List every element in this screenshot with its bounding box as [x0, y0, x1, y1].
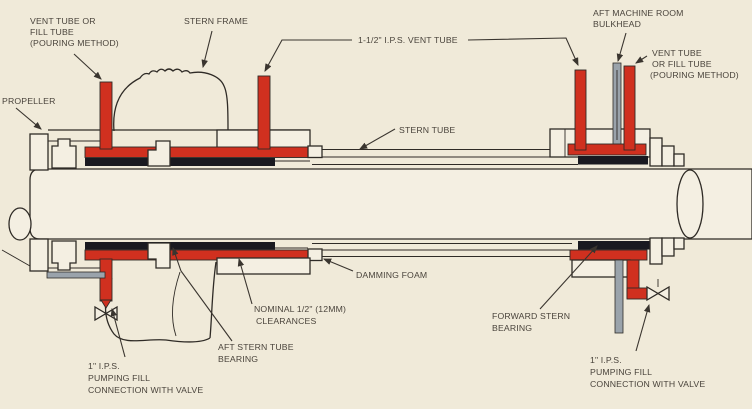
- fwd-bearing-strip-top: [578, 156, 648, 165]
- vent-tube-pipe-fwd-left: [574, 69, 587, 151]
- foam-band-bottom-forward: [569, 249, 648, 261]
- leader-stern-tube: [359, 128, 396, 150]
- foam-band-top-forward: [567, 143, 647, 156]
- label-aft-bearing-1: AFT STERN TUBE: [218, 342, 294, 352]
- label-stern-tube: STERN TUBE: [399, 125, 455, 135]
- leader-lines: [15, 30, 651, 358]
- label-pumping-left-1: 1" I.P.S.: [88, 361, 120, 371]
- fwd-bearing-strip-bottom: [578, 241, 650, 250]
- hub-bottom: [29, 238, 49, 272]
- stern-frame-lower-break-line: [172, 271, 181, 337]
- shaft-coupling-ellipse: [676, 169, 704, 239]
- forward-assembly: [549, 62, 685, 334]
- damming-foam-step-top: [307, 145, 323, 159]
- label-damming-foam: DAMMING FOAM: [356, 270, 427, 280]
- leader-vent-fill-left: [73, 53, 102, 80]
- label-pumping-right-2: PUMPING FILL: [590, 367, 652, 377]
- fwd-gland-step-1: [649, 137, 663, 167]
- label-clearances-2: CLEARANCES: [256, 316, 316, 326]
- label-vent-fill-right-3: (POURING METHOD): [650, 70, 739, 80]
- leader-damming-foam: [322, 258, 354, 272]
- labels: VENT TUBE OR FILL TUBE (POURING METHOD) …: [2, 8, 739, 395]
- fill-valves: [94, 279, 670, 322]
- vent-tube-pipe-left: [99, 81, 113, 150]
- label-pumping-left-3: CONNECTION WITH VALVE: [88, 385, 203, 395]
- leader-aft-bearing: [172, 246, 233, 342]
- bulkhead-plate-bottom: [614, 259, 624, 334]
- gland-step-bottom-a: [51, 240, 77, 271]
- damming-foam-step-bottom: [307, 248, 323, 262]
- aft-bearing-housing-bottom: [216, 257, 311, 275]
- aft-bearing-strip-top: [85, 158, 275, 166]
- vent-tube-pipe-mid: [257, 75, 271, 150]
- gland-step-top-a: [51, 138, 77, 169]
- stern-frame-lower-outline: [104, 277, 211, 343]
- label-vent-fill-left-3: (POURING METHOD): [30, 38, 119, 48]
- gland-step-top-b: [147, 140, 171, 167]
- pipe-tip-left: [100, 299, 112, 309]
- leader-ips-vent-right: [467, 37, 579, 67]
- label-ips-vent-tube: 1-1/2" I.P.S. VENT TUBE: [358, 35, 458, 45]
- propeller-hub: [29, 133, 171, 279]
- stern-frame-upper-outline: [113, 68, 229, 132]
- leader-pumping-left: [110, 307, 126, 358]
- hull-line: [1, 249, 31, 267]
- leader-clearances: [237, 257, 253, 305]
- pumping-fill-elbow-horiz: [626, 287, 648, 300]
- valve-right-icon: [646, 285, 660, 302]
- aft-assembly: [84, 75, 323, 309]
- valve-left-icon: [94, 305, 108, 322]
- label-vent-fill-left-2: FILL TUBE: [30, 27, 74, 37]
- label-clearances-1: NOMINAL 1/2" (12MM): [254, 304, 346, 314]
- label-propeller: PROPELLER: [2, 96, 56, 106]
- pumping-fill-pipe-left: [99, 258, 113, 302]
- valve-right-icon: [656, 285, 670, 302]
- label-vent-fill-left-1: VENT TUBE OR: [30, 16, 96, 26]
- label-pumping-right-3: CONNECTION WITH VALVE: [590, 379, 705, 389]
- label-forward-bearing-2: BEARING: [492, 323, 532, 333]
- leader-forward-bearing: [539, 245, 598, 310]
- stern-frame-lower-edge: [209, 261, 217, 339]
- fwd-gland-step-3: [673, 153, 685, 167]
- foam-band-top-aft: [84, 146, 311, 158]
- shaft-end-cap: [8, 207, 32, 241]
- label-forward-bearing-1: FORWARD STERN: [492, 311, 570, 321]
- label-vent-fill-right-1: VENT TUBE: [652, 48, 702, 58]
- shaft-body: [29, 168, 752, 240]
- aft-bearing-strip-bottom: [85, 242, 275, 250]
- hub-top: [29, 133, 49, 171]
- fwd-gland-step-5: [661, 237, 675, 257]
- label-aft-machine-room-2: BULKHEAD: [593, 19, 641, 29]
- gland-step-bottom-b: [147, 242, 171, 269]
- leader-bulkhead: [616, 32, 627, 63]
- leader-ips-vent-left: [264, 39, 352, 72]
- vent-tube-pipe-fwd-right: [623, 65, 636, 151]
- fwd-gland-step-2: [661, 145, 675, 167]
- fwd-gland-step-4: [649, 237, 663, 265]
- label-pumping-right-1: 1" I.P.S.: [590, 355, 622, 365]
- label-pumping-left-2: PUMPING FILL: [88, 373, 150, 383]
- label-vent-fill-right-2: OR FILL TUBE: [652, 59, 712, 69]
- leader-vent-fill-right: [635, 55, 648, 64]
- leader-stern-frame: [201, 30, 213, 69]
- fwd-gland-step-6: [673, 237, 685, 250]
- leader-propeller: [15, 107, 42, 130]
- strut-bar: [46, 271, 106, 279]
- stern-tube-walls: [275, 149, 578, 257]
- leader-pumping-right: [635, 303, 651, 352]
- label-aft-bearing-2: BEARING: [218, 354, 258, 364]
- valve-left-icon: [104, 305, 118, 322]
- label-aft-machine-room-1: AFT MACHINE ROOM: [593, 8, 684, 18]
- propeller-shaft: [8, 168, 752, 241]
- label-stern-frame: STERN FRAME: [184, 16, 248, 26]
